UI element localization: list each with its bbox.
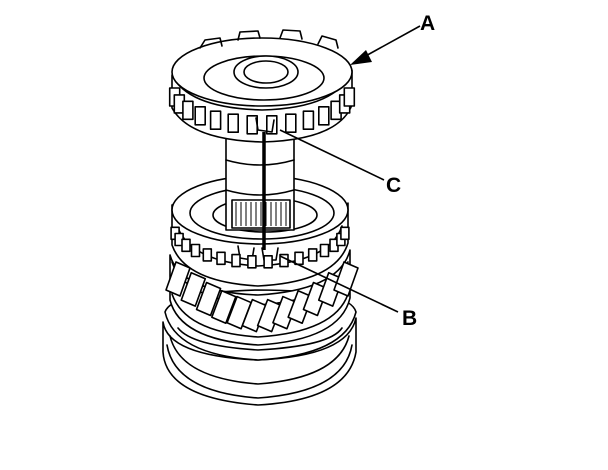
helical-tooth [165,261,191,297]
synchro-tooth [340,226,350,241]
synchro-tooth [319,243,330,258]
leader-arrow-a [350,25,421,65]
top-ring-tooth [209,110,222,130]
synchro-tooth [231,253,241,268]
helical-tooth [226,295,252,330]
leader-line-b [279,255,399,313]
helical-tooth [195,281,222,317]
top-ring-teeth [168,87,356,135]
callout-label-a: A [420,12,435,35]
helical-tooth [211,289,237,325]
synchro-tooth [294,251,304,266]
top-ring-tooth [317,106,330,126]
helical-tooth [256,298,283,333]
synchro-tooth [216,251,226,266]
shaft-splines [235,202,287,226]
helical-tooth [333,261,359,297]
callout-label-b: B [402,307,417,330]
synchro-tooth [202,248,213,262]
synchro-tooth [190,243,201,258]
synchro-tooth [263,255,273,269]
top-ring-tooth [194,106,206,126]
leader-line-c [279,129,385,181]
callout-label-c: C [386,174,401,197]
helical-tooth [272,295,298,330]
top-ring-tooth [284,113,297,133]
top-synchro-ring [168,29,356,143]
top-ring-tooth [343,87,356,107]
helical-tooth [287,289,313,325]
top-ring-tooth [182,100,194,121]
synchro-tooth [181,238,191,253]
top-ring-tooth [227,113,239,133]
helical-tooth [241,298,268,333]
top-ring-tooth [302,110,315,130]
helical-tooth [180,271,207,307]
top-ring-tooth [265,115,278,135]
synchro-tooth [247,255,257,269]
helical-gear [165,249,359,346]
synchro-tooth [307,248,318,262]
synchro-teeth [170,226,350,269]
